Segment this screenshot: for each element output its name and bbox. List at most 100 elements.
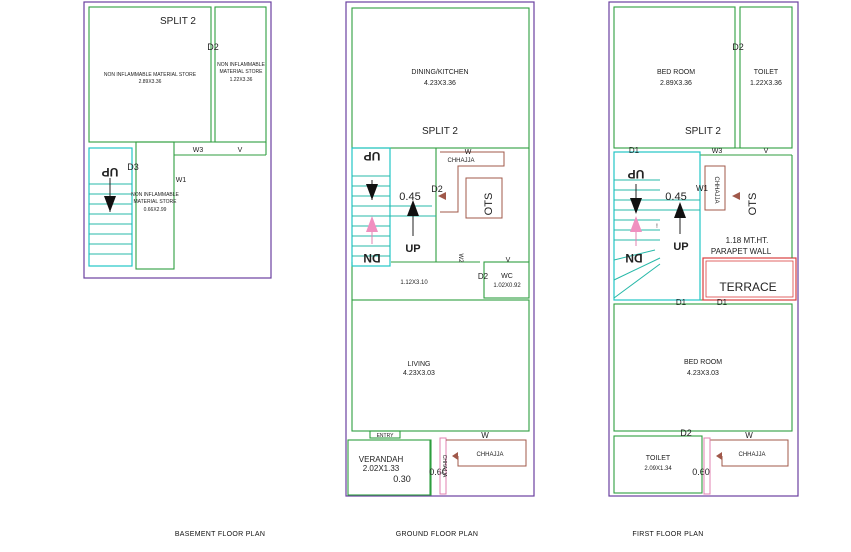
- parapet-label: 1.18 MT.HT.: [726, 236, 769, 245]
- split-label: SPLIT 2: [422, 126, 458, 137]
- window-label: W3: [193, 147, 204, 154]
- room-name: NON INFLAMMABLE: [131, 192, 179, 198]
- chhajja-label: CHHAJJA: [476, 452, 503, 458]
- chhajja-label: CHHAJJA: [447, 158, 474, 164]
- vent-label: V: [506, 257, 511, 264]
- door-label: D1: [676, 298, 687, 307]
- room-name: BED ROOM: [657, 69, 695, 76]
- window-label: W1: [176, 177, 187, 184]
- door-label: D2: [732, 42, 744, 52]
- door-label: D1: [629, 146, 640, 155]
- toilet-2: [613, 435, 703, 494]
- window-label: W1: [696, 184, 709, 193]
- chhajja-label: CHHAJJA: [713, 176, 719, 203]
- room-name: MATERIAL STORE: [220, 69, 264, 75]
- room-name: VERANDAH: [359, 455, 404, 464]
- window-label: W3: [712, 148, 723, 155]
- room-name: NON INFLAMMABLE MATERIAL STORE: [104, 72, 197, 78]
- stair-up-label: UP: [102, 165, 119, 179]
- stair-arrow-icon: [674, 202, 686, 218]
- store-room-3: [135, 141, 175, 270]
- ots-label: OTS: [483, 193, 495, 216]
- ground-staircase: [351, 147, 391, 267]
- room-name: WC: [501, 273, 513, 280]
- ground-floor-plan: UP DN UP CHHAJJA OTS 0.45 D2 W V W2 D2 D…: [345, 1, 535, 538]
- first-floor-plan: UP DN UP ! CHHAJJA OTS 0.45 W1 BED ROOM …: [608, 1, 799, 538]
- room-name: TOILET: [646, 455, 671, 462]
- chhajja-label: CHHAJJA: [441, 455, 447, 478]
- window-label: W: [465, 149, 472, 156]
- stair-arrow-icon: [366, 216, 378, 232]
- door-label: D3: [127, 162, 139, 172]
- bedroom-1: [613, 6, 736, 149]
- first-chhajja: [704, 165, 726, 211]
- split-label: SPLIT 2: [160, 16, 196, 27]
- room-name: DINING/KITCHEN: [411, 69, 468, 76]
- room-size: 1.02X0.92: [493, 283, 521, 289]
- room-size: 2.09X1.34: [644, 466, 672, 472]
- chhajja-label: CHHAJJA: [738, 452, 765, 458]
- stair-arrow-icon: [407, 200, 419, 216]
- first-outline: [608, 1, 799, 497]
- ots-shaft: [465, 177, 503, 219]
- stair-up-label: UP: [628, 167, 645, 181]
- ground-chhajja: [440, 151, 505, 213]
- room-size: 4.23X3.03: [687, 370, 719, 377]
- living-room: [351, 299, 530, 432]
- window-label: W2: [457, 254, 463, 264]
- room-name: BED ROOM: [684, 359, 722, 366]
- bedroom-2: [613, 303, 793, 432]
- door-label: D1: [717, 298, 728, 307]
- dimension-label: 0.60: [692, 467, 710, 477]
- door-label: D2: [680, 428, 692, 438]
- stair-up-label: UP: [405, 243, 420, 255]
- stair-mark: !: [656, 224, 658, 230]
- dimension-label: 0.30: [393, 474, 411, 484]
- room-size: 2.02X1.33: [363, 464, 400, 473]
- entry-label: ENTRY: [377, 433, 395, 439]
- stair-up-label: UP: [364, 149, 381, 163]
- passage-size: 1.12X3.10: [400, 280, 428, 286]
- basement-outline: [83, 1, 272, 279]
- room-size: 1.22X3.36: [750, 80, 782, 87]
- door-label: D2: [478, 272, 489, 281]
- basement-staircase: [88, 147, 133, 267]
- room-name: MATERIAL STORE: [134, 199, 178, 205]
- wc-room: [483, 261, 530, 299]
- plan-caption: FIRST FLOOR PLAN: [632, 531, 703, 538]
- room-size: 0.66X2.99: [144, 207, 167, 213]
- room-size: 2.89X3.36: [139, 79, 162, 85]
- stair-down-label: DN: [625, 251, 642, 265]
- room-name: TOILET: [754, 69, 779, 76]
- plan-caption: GROUND FLOOR PLAN: [396, 531, 479, 538]
- room-name: LIVING: [408, 361, 431, 368]
- stair-arrow-icon: [630, 216, 642, 232]
- door-label: D2: [431, 184, 443, 194]
- ots-label: OTS: [747, 193, 759, 216]
- toilet-1: [739, 6, 793, 149]
- dimension-label: 0.60: [429, 467, 447, 477]
- basement-floor-plan: UP SPLIT 2 NON INFLAMMABLE MATERIAL STOR…: [83, 1, 272, 538]
- split-label: SPLIT 2: [685, 126, 721, 137]
- vent-label: V: [238, 147, 243, 154]
- room-size: 4.23X3.03: [403, 370, 435, 377]
- stair-arrow-icon: [630, 198, 642, 214]
- stair-arrow-icon: [366, 184, 378, 200]
- verandah-room: [347, 439, 432, 496]
- level-label: 0.45: [665, 191, 686, 203]
- stair-arrow-icon: [104, 196, 116, 212]
- ground-outline: [345, 1, 535, 497]
- room-size: 2.89X3.36: [660, 80, 692, 87]
- window-label: W: [481, 431, 489, 440]
- level-label: 0.45: [399, 191, 420, 203]
- vent-label: V: [764, 148, 769, 155]
- first-staircase: [613, 151, 701, 301]
- room-size: 1.22X3.36: [230, 77, 253, 83]
- door-label: D2: [207, 42, 219, 52]
- room-name: NON INFLAMMABLE: [217, 62, 265, 68]
- stair-up-label: UP: [673, 241, 688, 253]
- parapet-label: PARAPET WALL: [711, 247, 772, 256]
- stair-down-label: DN: [363, 251, 380, 265]
- terrace-label: TERRACE: [719, 280, 776, 294]
